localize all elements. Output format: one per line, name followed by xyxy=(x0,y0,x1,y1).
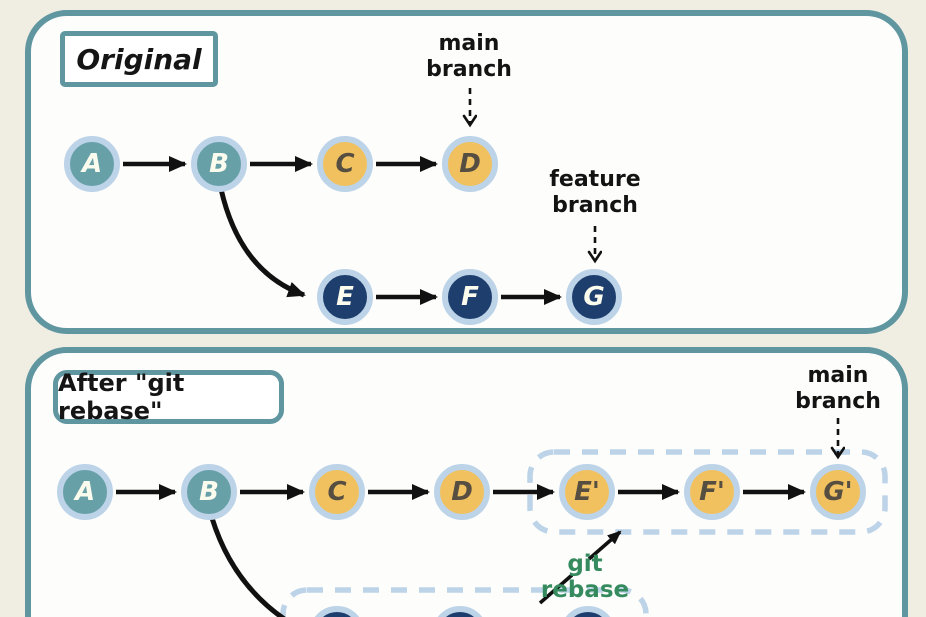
commit-node-f: F xyxy=(442,269,498,325)
commit-node-g: G xyxy=(566,269,622,325)
commit-label-a2: A xyxy=(74,477,96,507)
commit-label-c2: C xyxy=(327,477,347,507)
commit-label-g-prime: G' xyxy=(823,477,853,507)
main-branch-label-bottom: main branch xyxy=(795,363,881,414)
branch-curve-b-old-e xyxy=(209,517,286,617)
after-rebase-title-box: After "git rebase" xyxy=(53,369,284,425)
commit-node-c2: C xyxy=(309,464,365,520)
commit-label-c: C xyxy=(335,149,355,179)
commit-node-e-prime: E' xyxy=(559,464,615,520)
commit-label-d: D xyxy=(459,149,481,179)
commit-label-b2: B xyxy=(199,477,219,507)
git-rebase-label: git rebase xyxy=(540,551,630,603)
commit-node-g-prime: G' xyxy=(810,464,866,520)
commit-node-a2: A xyxy=(57,464,113,520)
after-rebase-title: After "git rebase" xyxy=(58,369,185,425)
commit-label-a: A xyxy=(81,149,103,179)
commit-node-d2: D xyxy=(434,464,490,520)
feature-branch-label: feature branch xyxy=(549,167,641,218)
commit-label-g: G xyxy=(583,282,605,312)
commit-label-f-prime: F' xyxy=(699,477,725,507)
rebased-commits-dashed-box xyxy=(527,449,888,535)
main-branch-label-top: main branch xyxy=(426,31,512,82)
branch-curve-b-e xyxy=(218,188,306,298)
commit-label-f: F xyxy=(461,282,479,312)
original-title-box: Original xyxy=(60,31,218,87)
commit-label-d2: D xyxy=(451,477,473,507)
git-rebase-arrow-tail xyxy=(538,573,574,605)
commit-node-f-prime: F' xyxy=(684,464,740,520)
original-title: Original xyxy=(76,42,202,76)
commit-label-e: E xyxy=(336,282,354,312)
commit-label-b: B xyxy=(209,149,229,179)
commit-node-c: C xyxy=(317,136,373,192)
commit-node-b: B xyxy=(191,136,247,192)
commit-label-e-prime: E' xyxy=(574,477,600,507)
commit-node-d: D xyxy=(442,136,498,192)
commit-node-e: E xyxy=(317,269,373,325)
commit-node-b2: B xyxy=(181,464,237,520)
commit-node-a: A xyxy=(64,136,120,192)
git-rebase-arrow-head xyxy=(587,530,622,561)
